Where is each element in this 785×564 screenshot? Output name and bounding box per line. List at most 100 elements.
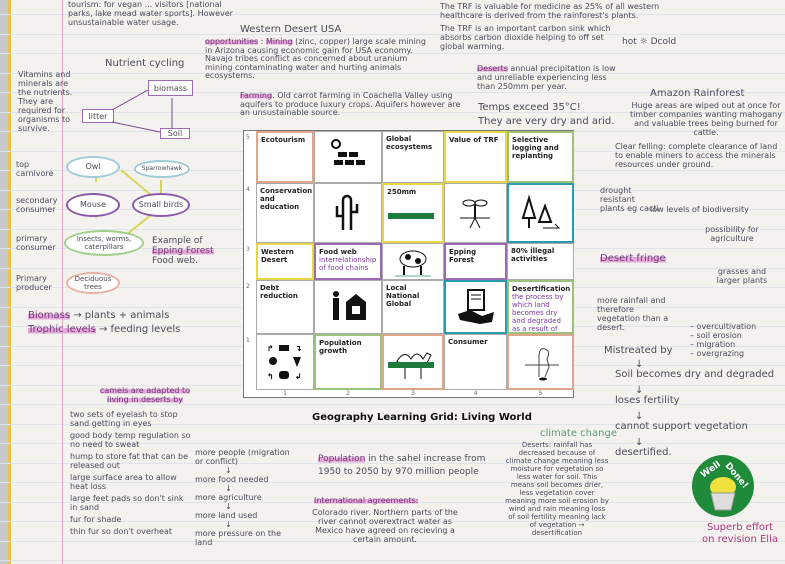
ruled-line xyxy=(0,404,785,405)
row-number: 5 xyxy=(246,134,250,141)
cell-note: the process by which land becomes dry an… xyxy=(512,293,564,333)
down-arrow-icon: ↓ xyxy=(635,385,644,396)
chain-step: Soil becomes dry and degraded xyxy=(615,369,775,380)
farming-label: Farming xyxy=(240,91,273,100)
chain-step: cannot support vegetation xyxy=(615,421,748,432)
camels-title: camels are adapted to living in deserts … xyxy=(99,386,191,404)
row-number: 3 xyxy=(246,246,250,253)
amazon-text: Huge areas are wiped out at once for tim… xyxy=(630,101,782,137)
ruled-line xyxy=(0,14,785,15)
pressure-step: more food needed xyxy=(195,475,269,484)
temps-text: Temps exceed 35°C! xyxy=(478,102,581,113)
example-place: Epping Forest xyxy=(152,246,214,256)
column-number: 2 xyxy=(346,390,350,397)
grid-cell: Population growth xyxy=(314,334,382,390)
grid-cell xyxy=(314,280,382,334)
grid-cell: Value of TRF xyxy=(444,131,507,183)
farming-text: Old carrot farming in Coachella Valley u… xyxy=(240,91,461,117)
sun-icon: ☼ xyxy=(639,37,648,47)
cupcake-icon xyxy=(710,477,736,511)
fringe-item-drought: drought resistant plants eg cacti xyxy=(600,186,659,213)
down-arrow-icon: ↓ xyxy=(225,520,232,529)
amazon-title: Amazon Rainforest xyxy=(650,88,745,99)
clear-felling-text: Clear felling: complete clearance of lan… xyxy=(615,142,778,169)
camel-adaptations-list: two sets of eyelash to stop sand getting… xyxy=(70,410,192,539)
chain-step: desertified. xyxy=(615,447,672,458)
cell-text: Epping Forest xyxy=(449,248,477,264)
ruled-line xyxy=(0,33,785,35)
camel-adaptation: large surface area to allow heat loss xyxy=(70,473,177,491)
cell-text: Desertification xyxy=(512,285,571,293)
trf-carbon: The TRF is an important carbon sink whic… xyxy=(440,24,611,51)
pressure-step: more pressure on the land xyxy=(195,529,281,547)
node-small-birds: Small birds xyxy=(132,193,190,217)
example-end: Food web. xyxy=(152,256,198,266)
fringe-item-rainfall: more rainfall and therefore vegetation t… xyxy=(597,296,669,332)
moon-icon: D xyxy=(650,37,658,47)
cell-text: Selective logging and replanting xyxy=(512,136,559,160)
grid-cell xyxy=(314,131,382,183)
cell-text: Ecotourism xyxy=(261,136,306,144)
grid-cell: Western Desert xyxy=(256,243,314,280)
node-owl: Owl xyxy=(66,156,120,178)
fringe-item-agriculture: possibility for agriculture xyxy=(705,225,759,243)
grid-cell: Epping Forest xyxy=(444,243,507,280)
ruled-line xyxy=(0,423,785,425)
cow-icon xyxy=(395,250,431,276)
dry-text: They are very dry and arid. xyxy=(478,116,615,127)
desertification-chain: ↓Soil becomes dry and degraded↓loses fer… xyxy=(615,360,783,464)
grid-cell: Ecotourism xyxy=(256,131,314,183)
cell-text: Local National Global xyxy=(386,284,420,308)
ruled-line xyxy=(0,72,785,74)
highlighter-mark xyxy=(388,213,435,219)
down-arrow-icon: ↓ xyxy=(635,411,644,422)
level-primary-producer: Primary producer xyxy=(16,274,52,292)
svg-text:↲: ↲ xyxy=(295,372,302,381)
grid-cell: Conservation and education xyxy=(256,183,314,243)
bear-icon xyxy=(524,348,559,381)
ruled-line xyxy=(0,540,785,542)
binder-edge xyxy=(0,0,8,564)
cause-item: – migration xyxy=(690,340,736,349)
cold-label: cold xyxy=(657,37,677,47)
row-number: 1 xyxy=(246,337,250,344)
down-arrow-icon: ↓ xyxy=(635,359,644,370)
column-number: 4 xyxy=(473,390,478,397)
population-text: in the sahel increase from 1950 to 2050 … xyxy=(318,454,486,477)
down-arrow-icon: ↓ xyxy=(635,437,644,448)
ruled-line xyxy=(0,560,785,561)
ruled-line xyxy=(0,443,785,444)
cell-text: Conservation and education xyxy=(260,187,313,211)
cell-text: Value of TRF xyxy=(449,136,499,144)
grid-cell xyxy=(444,280,507,334)
camel-adaptation: fur for shade xyxy=(70,515,122,524)
tourism-note: tourism: for vegan ... visitors [nationa… xyxy=(68,0,233,27)
desert-fringe-label: Desert fringe xyxy=(600,253,666,264)
pressure-step: more people (migration or conflict) xyxy=(195,448,290,466)
level-top-carnivore: top carnivore xyxy=(16,160,54,178)
mining-label: Mining xyxy=(265,37,293,46)
cell-text: 80% illegal activities xyxy=(511,247,555,263)
fringe-item-grasses: grasses and larger plants xyxy=(716,267,768,285)
down-arrow-icon: ↓ xyxy=(225,466,232,475)
farmer-icon xyxy=(333,291,366,320)
cycle-icon: ↱↴↰↲ xyxy=(267,344,302,381)
cell-text: Western Desert xyxy=(261,248,294,264)
hot-label: hot xyxy=(622,37,637,47)
grid-cell xyxy=(507,183,574,243)
ruled-line xyxy=(0,462,785,464)
camel-adaptation: thin fur so don't overheat xyxy=(70,527,173,536)
down-arrow-icon: ↓ xyxy=(225,502,232,511)
grid-title: Geography Learning Grid: Living World xyxy=(312,412,532,423)
grid-cell: ↱↴↰↲ xyxy=(256,334,314,390)
grid-cell: Consumer xyxy=(444,334,507,390)
grid-cell xyxy=(382,243,444,280)
camel-adaptation: hump to store fat that can be released o… xyxy=(70,452,189,470)
svg-text:↴: ↴ xyxy=(295,344,302,353)
chain-step: loses fertility xyxy=(615,395,680,406)
def-biomass: → plants + animals xyxy=(73,310,170,321)
ruled-line xyxy=(0,482,785,483)
sprout-icon xyxy=(459,199,490,229)
cause-item: – overcultivation xyxy=(690,322,757,331)
highlighter-mark xyxy=(388,362,435,368)
